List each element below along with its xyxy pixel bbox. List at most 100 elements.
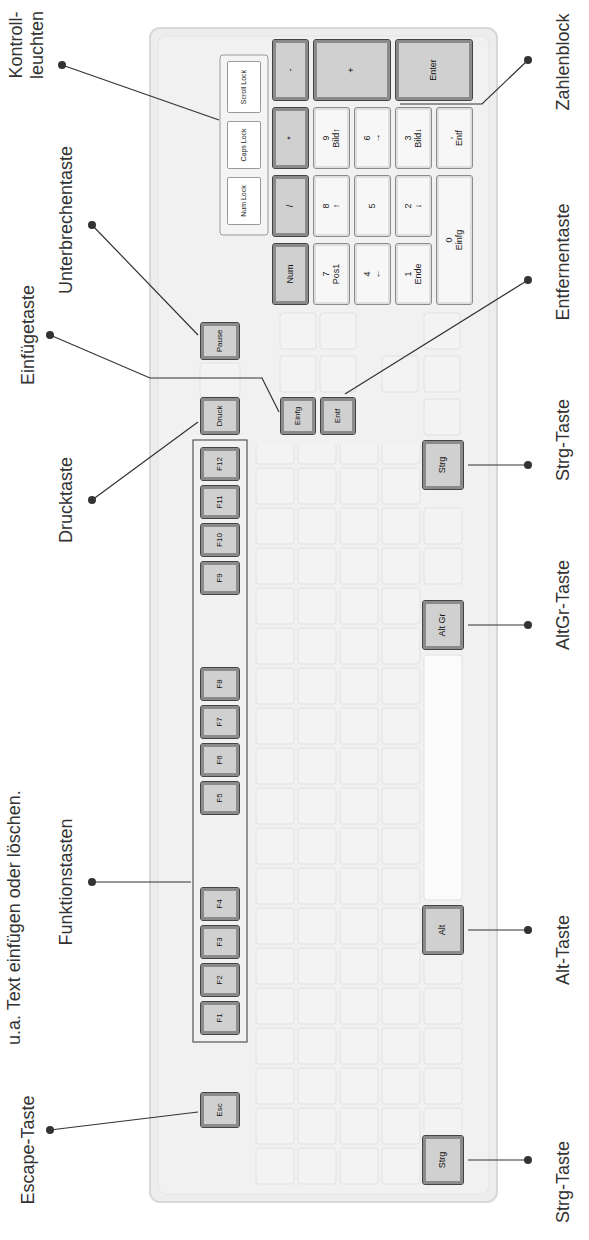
indicator-light: Num Lock — [227, 177, 261, 225]
callout-label: Drucktaste — [56, 445, 77, 555]
space-bar — [424, 655, 462, 900]
control-key: Strg — [422, 1135, 464, 1185]
key-legend: Num Lock — [240, 185, 248, 217]
key-legend: F4 — [216, 899, 225, 908]
function-key: F9 — [200, 561, 240, 595]
print-key: Druck — [200, 397, 240, 435]
faded-key — [424, 356, 460, 392]
numpad-key: 7Pos1 — [313, 243, 350, 305]
callout-label: Funktionstasten — [56, 807, 77, 957]
numpad-key: 4← — [354, 243, 391, 305]
function-key: F5 — [200, 781, 240, 815]
indicator-panel — [220, 55, 268, 235]
function-key: F8 — [200, 667, 240, 701]
numpad-key: 6→ — [354, 107, 391, 169]
numpad-key: - — [272, 39, 309, 101]
numpad-key: + — [313, 39, 391, 101]
key-legend: F3 — [216, 937, 225, 946]
numpad-key: 8↑ — [313, 175, 350, 237]
key-legend: Strg — [438, 457, 448, 474]
key-legend: Einfg — [455, 230, 465, 251]
indicator-light: Scroll Lock — [227, 61, 261, 113]
key-legend: F6 — [216, 755, 225, 764]
key-legend: Einfg — [294, 407, 303, 425]
function-key: F10 — [200, 523, 240, 557]
leader-dots — [46, 56, 532, 1164]
callout-label: Entfernentaste — [553, 197, 574, 327]
delete-key: Entf — [320, 397, 356, 435]
key-legend: F2 — [216, 975, 225, 984]
callout-label: Strg-Taste — [553, 1132, 574, 1232]
key-legend: Alt Gr — [438, 614, 448, 637]
keyboard-body — [150, 28, 497, 1202]
numpad-key: 1Ende — [395, 243, 432, 305]
numpad-key: Num — [272, 243, 309, 305]
faded-key — [320, 356, 356, 392]
key-legend: 0 — [445, 238, 455, 243]
function-key: F11 — [200, 485, 240, 519]
faded-key — [424, 399, 460, 435]
key-legend: 5 — [368, 204, 378, 209]
function-key: F6 — [200, 743, 240, 777]
function-key: F3 — [200, 925, 240, 959]
faded-key — [280, 356, 316, 392]
key-legend: Bild↑ — [332, 128, 342, 148]
numpad-key: * — [272, 107, 309, 169]
key-legend: Bild↓ — [414, 128, 424, 148]
key-legend: F10 — [216, 533, 225, 547]
numpad-key: 9Bild↑ — [313, 107, 350, 169]
function-key: F4 — [200, 887, 240, 921]
control-key: Strg — [422, 440, 464, 490]
key-legend: Caps Lock — [240, 128, 248, 161]
key-legend: Esc — [216, 1103, 225, 1116]
pause-key: Pause — [200, 322, 240, 360]
key-legend: ↓ — [414, 204, 424, 209]
key-legend: 8 — [322, 204, 332, 209]
function-key: F7 — [200, 705, 240, 739]
key-legend: F1 — [216, 1013, 225, 1022]
function-key-bracket — [193, 440, 247, 1042]
key-legend: Druck — [216, 406, 225, 427]
insert-key: Einfg — [280, 397, 316, 435]
key-legend: Scroll Lock — [240, 70, 248, 104]
function-key: F1 — [200, 1001, 240, 1035]
key-legend: F5 — [216, 793, 225, 802]
callout-label: Alt-Taste — [553, 900, 574, 1000]
alt-key: Alt — [422, 905, 464, 955]
function-key: F12 — [200, 447, 240, 481]
key-legend: ← — [373, 270, 383, 279]
numpad-key: 2↓ — [395, 175, 432, 237]
key-legend: Entf — [334, 409, 343, 423]
numpad-key: 5 — [354, 175, 391, 237]
callout-label: Einfügetaste — [18, 275, 39, 395]
key-legend: 9 — [322, 136, 332, 141]
leader-lines — [50, 60, 528, 1160]
callout-label: Unterbrechentaste — [56, 140, 77, 300]
key-legend: 6 — [363, 136, 373, 141]
key-legend: - — [286, 69, 296, 72]
key-legend: → — [373, 134, 383, 143]
key-legend: / — [286, 205, 296, 208]
numpad-key: ,Entf — [436, 107, 473, 169]
key-legend: , — [445, 137, 455, 140]
numpad-key: Enter — [395, 39, 473, 101]
faded-keys — [255, 445, 423, 1185]
key-legend: Strg — [438, 1152, 448, 1169]
key-legend: F9 — [216, 573, 225, 582]
key-legend: Alt — [438, 925, 448, 936]
faded-keys — [423, 505, 465, 585]
callout-label: Escape-Taste — [18, 1090, 39, 1210]
key-legend: 4 — [363, 272, 373, 277]
callout-label: Zahlenblock — [553, 7, 574, 117]
key-legend: F8 — [216, 679, 225, 688]
callout-label: Strg-Taste — [553, 390, 574, 490]
faded-key — [382, 356, 418, 392]
key-legend: F7 — [216, 717, 225, 726]
key-legend: Entf — [455, 130, 465, 146]
callout-label: AltGr-Taste — [553, 550, 574, 660]
key-legend: F12 — [216, 457, 225, 471]
function-key: F2 — [200, 963, 240, 997]
key-legend: + — [347, 67, 357, 72]
